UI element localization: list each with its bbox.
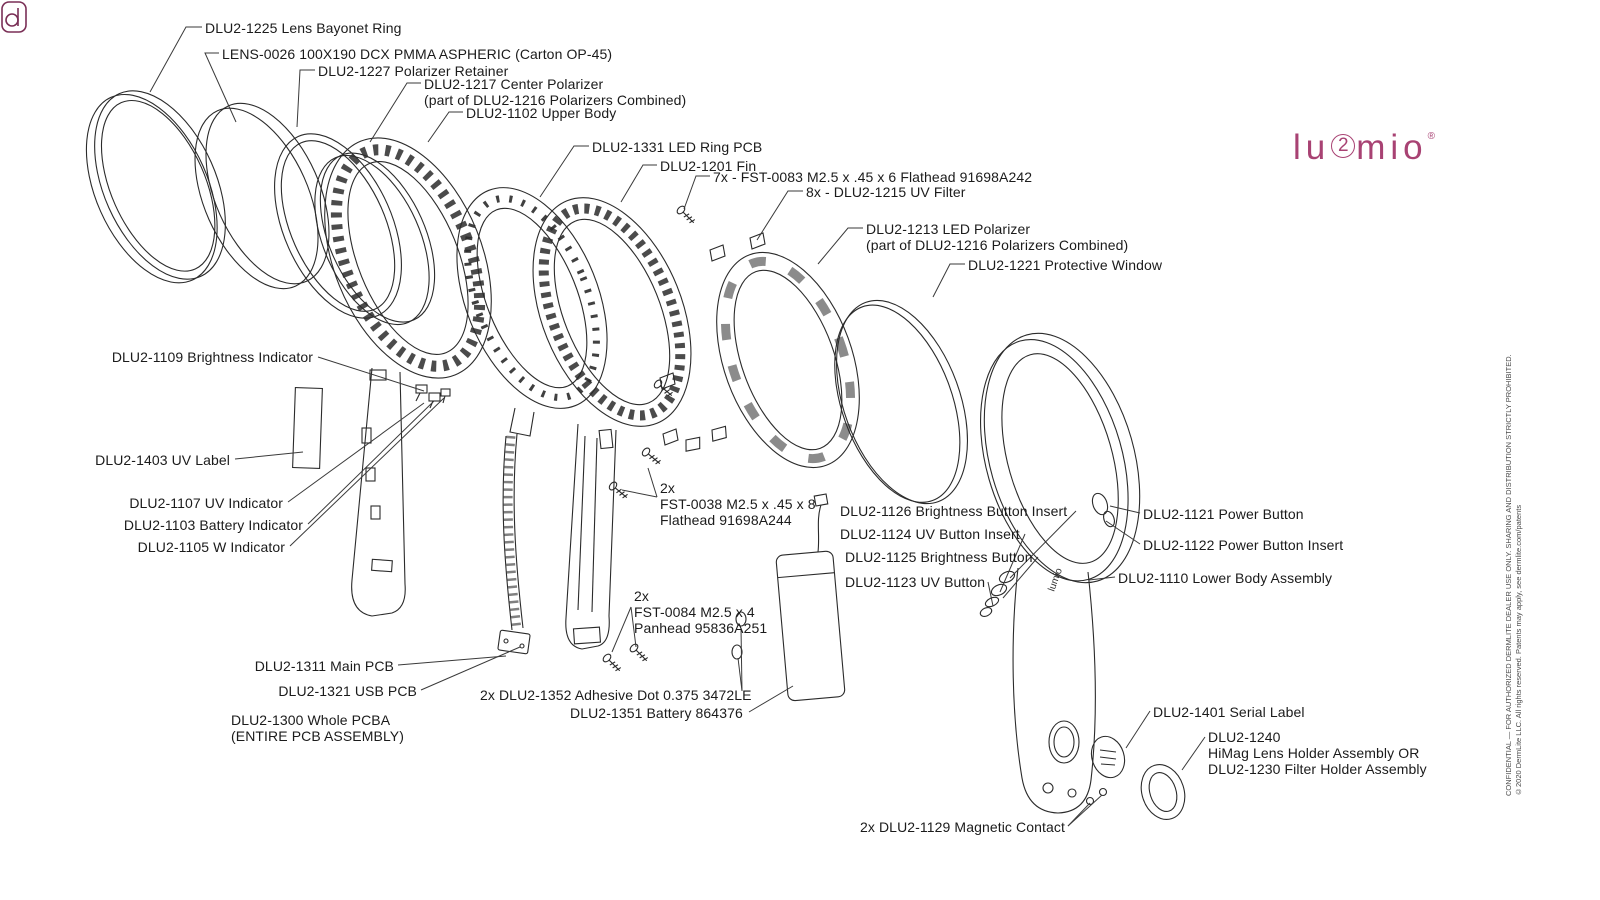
label-dlu2-1321: DLU2-1321 USB PCB [278, 683, 417, 699]
part-serial-label [1090, 735, 1126, 779]
label-dlu2-1213: DLU2-1213 LED Polarizer (part of DLU2-12… [866, 221, 1129, 254]
part-adhesive-dots [731, 611, 747, 660]
lumio-logo-pre: lu [1293, 128, 1331, 167]
label-dlu2-1110: DLU2-1110 Lower Body Assembly [1118, 570, 1333, 586]
screw-icon [628, 642, 651, 665]
part-side-buttons [979, 570, 1016, 617]
label-dlu2-1102: DLU2-1102 Upper Body [466, 105, 617, 121]
label-lens-0026: LENS-0026 100X190 DCX PMMA ASPHERIC (Car… [222, 46, 613, 62]
confidential-watermark: CONFIDENTIAL — FOR AUTHORIZED DERMLITE D… [1504, 354, 1523, 796]
part-protective-window [834, 299, 969, 505]
part-fin [532, 197, 692, 650]
label-fst-0038: 2x FST-0038 M2.5 x .45 x 8 Flathead 9169… [660, 480, 816, 529]
uv-filter-icon [749, 232, 766, 250]
part-magnetic-contacts [1085, 787, 1108, 806]
handle-logo-text: lumio [1046, 566, 1065, 593]
part-ribbon-usb-pcb [497, 433, 531, 655]
screw-icon [601, 652, 624, 675]
dermlite-mark-icon [1, 1, 27, 33]
screw-icon [675, 204, 698, 227]
lumio-logo-two: 2 [1331, 134, 1356, 158]
part-lower-body: lumio [979, 332, 1141, 814]
label-dlu2-1123: DLU2-1123 UV Button [845, 574, 986, 590]
label-dlu2-1103: DLU2-1103 Battery Indicator [123, 517, 303, 533]
label-dlu2-1107: DLU2-1107 UV Indicator [129, 495, 283, 511]
uv-filter-icon [662, 428, 679, 446]
label-dlu2-1351: DLU2-1351 Battery 864376 [570, 705, 743, 721]
label-dlu2-1221: DLU2-1221 Protective Window [968, 257, 1163, 273]
leader-lines [149, 26, 1206, 827]
label-dlu2-1105: DLU2-1105 W Indicator [137, 539, 285, 555]
label-dlu2-1215: 8x - DLU2-1215 UV Filter [806, 184, 966, 200]
label-dlu2-1122: DLU2-1122 Power Button Insert [1143, 537, 1344, 553]
uv-filter-icon [683, 434, 703, 454]
part-led-ring-pcb [456, 187, 608, 437]
label-dlu2-1121: DLU2-1121 Power Button [1143, 506, 1304, 522]
registered-mark-icon: ® [1427, 131, 1436, 142]
label-dlu2-1201: DLU2-1201 Fin [660, 158, 757, 174]
label-fst-0083: 7x - FST-0083 M2.5 x .45 x 6 Flathead 91… [713, 169, 1033, 185]
label-dlu2-1403: DLU2-1403 UV Label [95, 452, 230, 468]
part-center-polarizer [314, 152, 436, 326]
part-power-button [1091, 492, 1115, 528]
part-polarizer-retainer [274, 133, 402, 319]
part-uv-filters [659, 232, 766, 454]
label-dlu2-1124: DLU2-1124 UV Button Insert [840, 526, 1020, 542]
label-dlu2-1125: DLU2-1125 Brightness Button [845, 549, 1033, 565]
label-fst-0084: 2x FST-0084 M2.5 x 4 Panhead 95836A251 [634, 588, 768, 637]
lumio-logo-post: mio [1356, 128, 1428, 167]
uv-filter-icon [709, 244, 726, 262]
part-battery [775, 493, 846, 702]
part-himag-holder [1140, 764, 1186, 820]
label-dlu2-1217: DLU2-1217 Center Polarizer (part of DLU2… [424, 76, 687, 109]
label-dlu2-1240: DLU2-1240 HiMag Lens Holder Assembly OR … [1208, 729, 1427, 778]
uv-filter-icon [710, 424, 728, 444]
label-dlu2-1129: 2x DLU2-1129 Magnetic Contact [860, 819, 1065, 835]
part-led-polarizer [716, 251, 860, 469]
label-dlu2-1311: DLU2-1311 Main PCB [254, 658, 394, 674]
label-dlu2-1225: DLU2-1225 Lens Bayonet Ring [205, 20, 402, 36]
label-dlu2-1331: DLU2-1331 LED Ring PCB [592, 139, 763, 155]
label-dlu2-1109: DLU2-1109 Brightness Indicator [111, 349, 313, 365]
label-dlu2-1352: 2x DLU2-1352 Adhesive Dot 0.375 3472LE [480, 687, 752, 703]
label-dlu2-1401: DLU2-1401 Serial Label [1153, 704, 1305, 720]
label-dlu2-1126: DLU2-1126 Brightness Button Insert [840, 503, 1068, 519]
screw-icon [640, 446, 664, 468]
label-dlu2-1300: DLU2-1300 Whole PCBA (ENTIRE PCB ASSEMBL… [231, 712, 404, 745]
part-uv-label [292, 387, 323, 470]
part-upper-body [324, 137, 492, 617]
label-dlu2-1227: DLU2-1227 Polarizer Retainer [318, 63, 509, 79]
part-lens-bayonet-ring [85, 90, 226, 284]
